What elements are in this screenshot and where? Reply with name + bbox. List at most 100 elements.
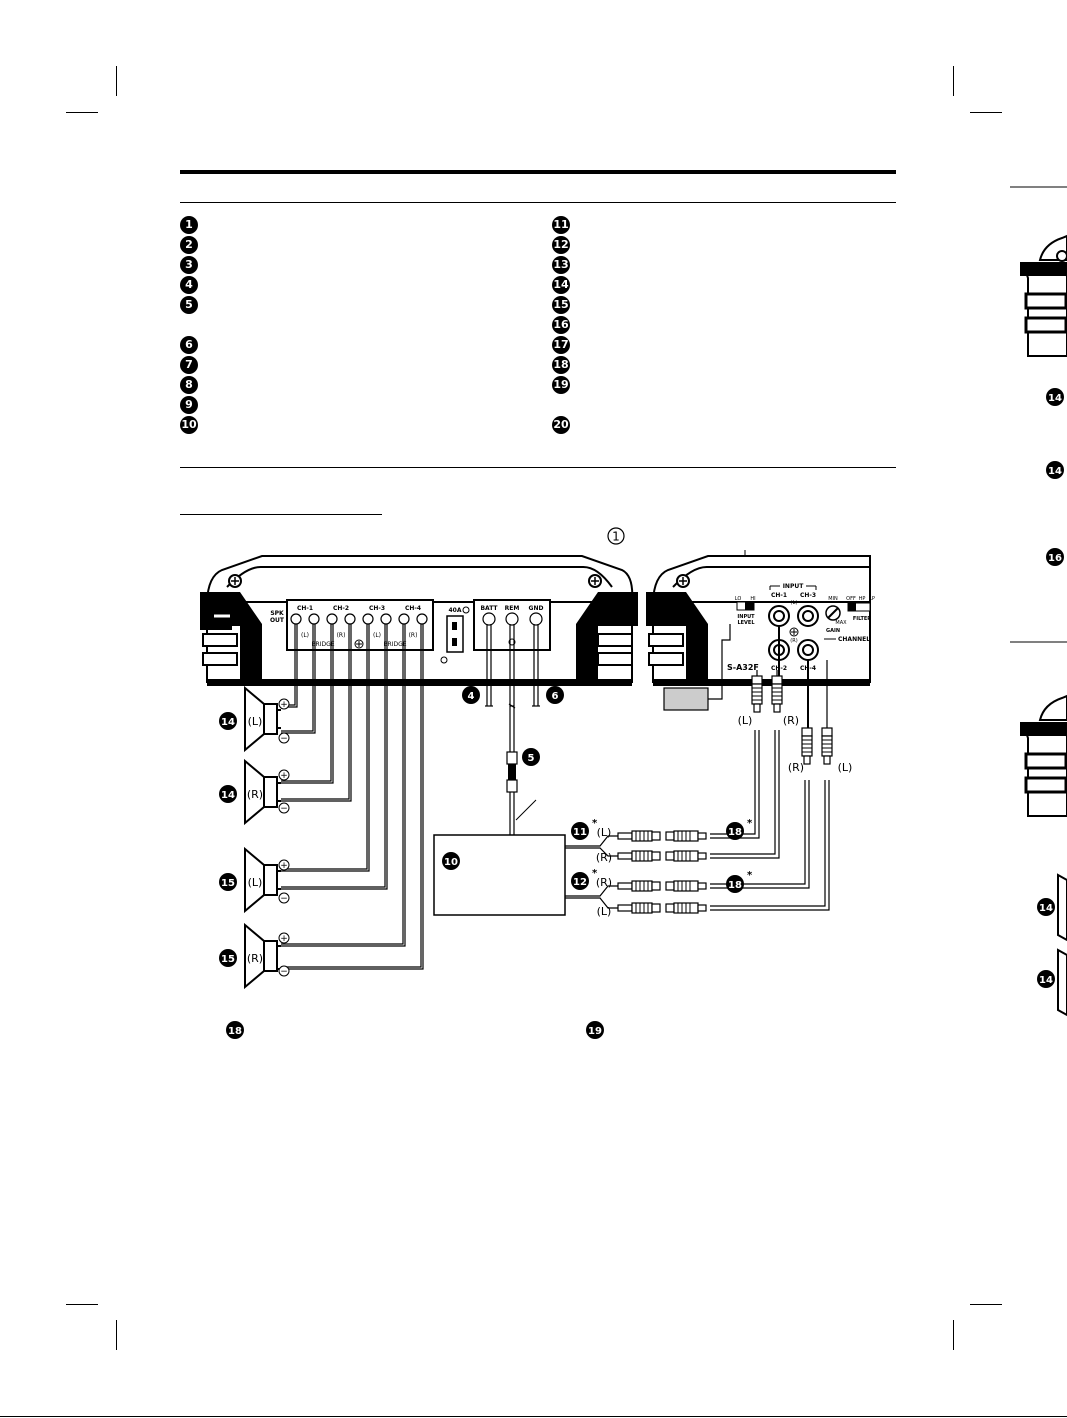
crop-mark (116, 66, 117, 96)
input-side-label: (L) (791, 600, 798, 606)
speaker-side-label: (L) (248, 876, 263, 889)
circled-ref-label: 1 (612, 530, 620, 544)
crop-mark (970, 1304, 1002, 1305)
callout-number: 14 (552, 276, 570, 294)
rca-cable-callout: 18 (728, 827, 742, 838)
callout-number: 20 (552, 416, 570, 434)
callout-number: 4 (180, 276, 198, 294)
fuse (446, 615, 464, 653)
side-callout-number: 14 (1039, 903, 1053, 914)
spk-out-label: OUT (270, 617, 285, 624)
input-level-high-label: HI (750, 596, 755, 602)
input-channel-label: CH-3 (800, 592, 816, 599)
crop-mark (953, 1320, 954, 1350)
page-bottom-border (0, 1416, 1067, 1417)
channel-label: CH-3 (369, 605, 385, 612)
asterisk: * (747, 818, 753, 829)
gain-min-label: MIN (828, 596, 838, 602)
input-level-label: LEVEL (737, 620, 755, 626)
channel-side-label: (L) (301, 632, 309, 639)
callout-number: 15 (552, 296, 570, 314)
amplifier-left: SPK OUT CH-1 CH-2 CH-3 CH-4 (L) (R) (L) … (200, 555, 638, 686)
crop-mark (116, 1320, 117, 1350)
filter-off-label: OFF (846, 596, 856, 602)
callout-number: 19 (552, 376, 570, 394)
source-unit-callout: 10 (444, 857, 458, 868)
power-terminal-label: BATT (480, 605, 498, 612)
channel-side-label: (L) (373, 632, 381, 639)
crop-mark (66, 112, 98, 113)
channel-label: CH-4 (405, 605, 421, 612)
speaker-callout-number: 15 (221, 954, 235, 965)
speaker (244, 846, 281, 914)
speaker-callout-number: 14 (221, 790, 235, 801)
callout-number: 11 (552, 216, 570, 234)
rca-output-callout: 12 (573, 877, 587, 888)
channel-label: CH-1 (297, 605, 313, 612)
speaker-callout-number: 14 (221, 717, 235, 728)
positive-terminal-symbol: + (280, 700, 288, 710)
channel-side-label: (R) (409, 632, 418, 639)
speaker (244, 758, 281, 826)
channel-side-label: (R) (337, 632, 346, 639)
footer-ref-callout: 18 (228, 1026, 242, 1037)
channel-label: CHANNEL (838, 636, 870, 643)
rca-side-label: (L) (597, 826, 612, 839)
crop-mark (953, 66, 954, 96)
amp-input-side-label: (L) (738, 714, 753, 727)
callout-number: 7 (180, 356, 198, 374)
callout-number: 12 (552, 236, 570, 254)
callout-number: 3 (180, 256, 198, 274)
amp-input-side-label: (L) (838, 761, 853, 774)
gain-label: GAIN (826, 628, 840, 634)
section-rule (180, 202, 896, 203)
crop-mark (970, 112, 1002, 113)
bridge-label: BRIDGE (311, 641, 334, 648)
footer-ref-callout: 19 (588, 1026, 602, 1037)
asterisk: * (592, 818, 598, 829)
header-rule (180, 170, 896, 174)
cable-callout-number: 4 (468, 691, 475, 702)
input-side-label: (R) (790, 638, 797, 644)
callout-number: 16 (552, 316, 570, 334)
callout-number: 5 (180, 296, 198, 314)
cable-callout-number: 5 (528, 753, 535, 764)
side-callout-number: 14 (1048, 393, 1062, 404)
fuse-rating-label: 40A (449, 607, 462, 614)
section-rule (180, 467, 896, 468)
crop-mark (66, 1304, 98, 1305)
speaker-wires (281, 624, 424, 970)
channel-label: CH-2 (333, 605, 349, 612)
amplifier-right: LO HI INPUT LEVEL INPUT CH-1 CH-3 (L) CH… (646, 555, 875, 686)
filter-lp-label: LP (869, 596, 875, 602)
power-terminal-label: REM (505, 605, 520, 612)
adjacent-page-fragment: 14 14 16 14 14 (1010, 186, 1067, 1017)
negative-terminal-symbol: − (280, 967, 288, 977)
amp-input-side-label: (R) (783, 714, 799, 727)
power-terminal-label: GND (529, 605, 544, 612)
rca-output-callout: 11 (573, 827, 587, 838)
rca-cables (565, 670, 830, 911)
rca-side-label: (R) (596, 876, 612, 889)
positive-terminal-symbol: + (280, 771, 288, 781)
rca-cable-callout: 18 (728, 880, 742, 891)
circled-ref-marker (607, 527, 625, 545)
rca-side-label: (R) (596, 851, 612, 864)
input-heading: INPUT (783, 583, 805, 590)
callout-number: 2 (180, 236, 198, 254)
amp-input-side-label: (R) (788, 761, 804, 774)
input-channel-label: CH-1 (771, 592, 787, 599)
rca-side-label: (L) (597, 905, 612, 918)
speaker-side-label: (R) (247, 788, 263, 801)
negative-terminal-symbol: − (280, 734, 288, 744)
callout-number: 10 (180, 416, 198, 434)
speaker (244, 922, 281, 990)
source-unit (433, 834, 566, 916)
speaker-callout-number: 15 (221, 878, 235, 889)
positive-terminal-symbol: + (280, 861, 288, 871)
spk-out-label: SPK (270, 610, 284, 617)
bridge-label: BRIDGE (383, 641, 406, 648)
wiring-diagram: 1 SPK OUT CH-1 CH-2 CH-3 CH-4 (200, 527, 875, 1039)
remote-control-unit (663, 687, 709, 711)
asterisk: * (747, 870, 753, 881)
